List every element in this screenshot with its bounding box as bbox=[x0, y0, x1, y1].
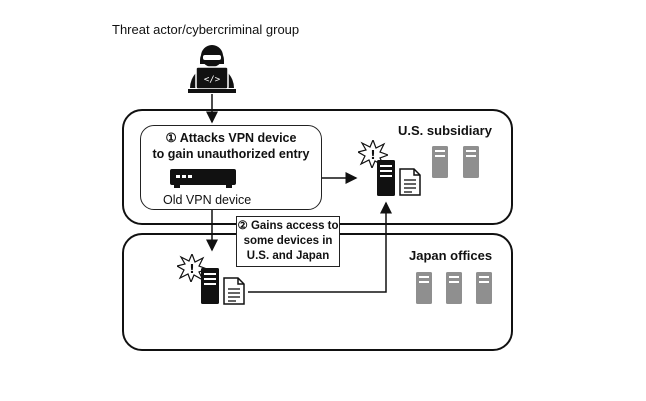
server-icon-japan-3 bbox=[476, 272, 492, 304]
explosion-icon-japan: ! bbox=[177, 254, 207, 282]
step2-callout bbox=[236, 216, 340, 267]
server-icon-us-1 bbox=[432, 146, 448, 178]
compromised-server-icon-japan bbox=[201, 268, 219, 304]
step1-line1: ① Attacks VPN device bbox=[165, 131, 297, 145]
server-icon-japan-1 bbox=[416, 272, 432, 304]
us-subsidiary-label: U.S. subsidiary bbox=[398, 123, 492, 138]
server-icon-japan-2 bbox=[446, 272, 462, 304]
japan-offices-label: Japan offices bbox=[409, 248, 493, 263]
step2-line3: U.S. and Japan bbox=[246, 250, 330, 262]
threat-actor-label: Threat actor/cybercriminal group bbox=[112, 22, 300, 37]
svg-text:!: ! bbox=[370, 148, 375, 162]
step1-text: ① Attacks VPN device to gain unauthorize… bbox=[140, 130, 322, 162]
document-icon-japan bbox=[223, 277, 245, 305]
svg-text:!: ! bbox=[189, 262, 194, 276]
step2-line1: ② Gains access to bbox=[237, 220, 339, 232]
step2-text: ② Gains access to some devices in U.S. a… bbox=[236, 219, 340, 264]
step1-callout bbox=[140, 125, 322, 210]
compromised-server-icon-us bbox=[377, 160, 395, 196]
vpn-device-label: Old VPN device bbox=[163, 193, 252, 207]
svg-text:</>: </> bbox=[204, 75, 221, 85]
step1-line2: to gain unauthorized entry bbox=[152, 147, 310, 161]
step2-line2: some devices in bbox=[243, 235, 333, 247]
document-icon-us bbox=[399, 168, 421, 196]
vpn-router-icon bbox=[170, 169, 236, 188]
server-icon-us-2 bbox=[463, 146, 479, 178]
hacker-icon: </> bbox=[188, 45, 236, 93]
japan-to-us-arrow bbox=[248, 201, 392, 293]
